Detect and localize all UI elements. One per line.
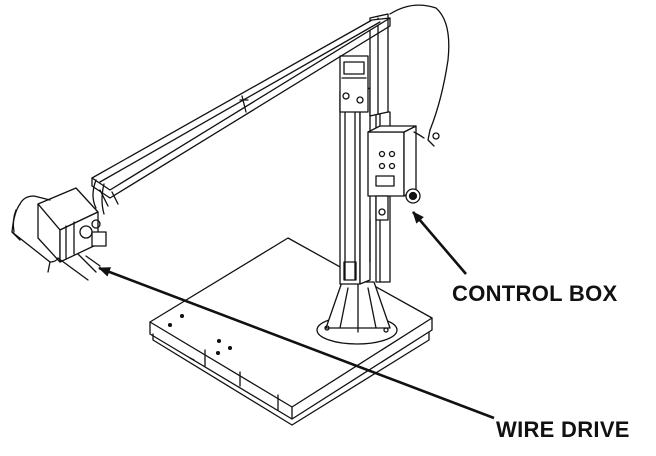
boom-arm	[91, 17, 391, 207]
control-box-assembly	[367, 125, 421, 263]
control-cable	[389, 4, 450, 147]
wire-drive-label: WIRE DRIVE	[496, 417, 630, 442]
control-box-arrow	[412, 211, 467, 275]
callout-arrows	[98, 211, 495, 420]
wire-drive-assembly	[11, 179, 107, 281]
wire-drive-arrow	[98, 266, 495, 420]
control-box-label: CONTROL BOX	[452, 281, 618, 306]
